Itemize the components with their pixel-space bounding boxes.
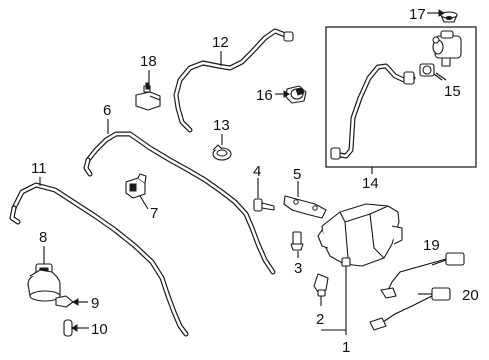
callout-12: 12 (212, 34, 229, 51)
part-17-cap (440, 11, 458, 23)
part-6-pipe (83, 131, 276, 275)
callout-9: 9 (91, 295, 99, 312)
part-4-bolt (253, 198, 275, 212)
callout-17: 17 (409, 6, 426, 23)
callout-13: 13 (213, 117, 230, 134)
part-15-valve (419, 30, 462, 81)
callout-2: 2 (316, 311, 324, 328)
callout-3: 3 (294, 260, 302, 277)
callout-14: 14 (362, 175, 379, 192)
callout-10: 10 (91, 321, 108, 338)
part-9-hose (55, 295, 74, 308)
callout-19: 19 (423, 237, 440, 254)
callout-20: 20 (462, 287, 479, 304)
part-2-bolt (313, 273, 329, 297)
part-3-stud (290, 231, 304, 251)
part-18-bracket (135, 82, 161, 111)
callout-11: 11 (31, 160, 47, 177)
callout-18: 18 (140, 53, 157, 70)
callout-7: 7 (150, 205, 158, 222)
part-16-plug (285, 85, 307, 104)
part-14-hose (330, 63, 416, 160)
callout-4: 4 (253, 163, 261, 180)
callout-labels: 17 18 12 16 15 13 6 7 4 5 14 11 3 8 9 10… (31, 6, 479, 356)
part-8-valve (27, 263, 61, 302)
part-10-hose (63, 319, 73, 337)
callout-6: 6 (103, 102, 111, 119)
part-7-clip (125, 173, 147, 199)
part-13-clamp (212, 144, 232, 161)
leader-lines (39, 9, 447, 335)
callout-1: 1 (342, 339, 350, 356)
callout-8: 8 (39, 229, 47, 246)
part-11-pipe (9, 182, 189, 337)
part-5-bracket (283, 195, 327, 219)
callout-15: 15 (444, 83, 461, 100)
part-12-hose (173, 28, 294, 133)
part-20-sensor (369, 287, 451, 331)
part-1-canister (317, 203, 403, 267)
part-19-sensor (380, 252, 465, 299)
callout-16: 16 (256, 87, 273, 104)
callout-5: 5 (293, 166, 301, 183)
inset-box (325, 26, 477, 174)
